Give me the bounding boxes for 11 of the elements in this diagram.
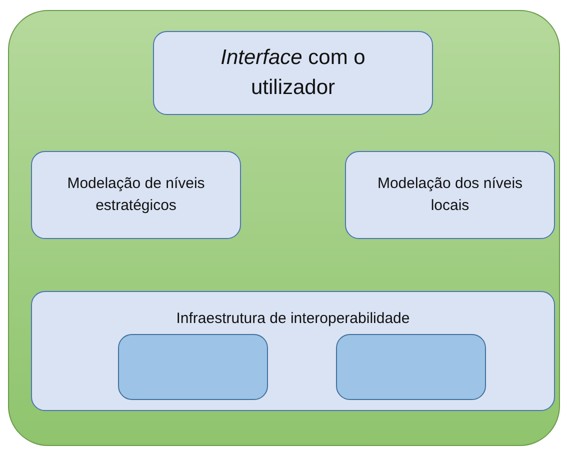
box-label: Modelação de níveis estratégicos (66, 174, 206, 216)
box-label: Infraestrutura de interoperabilidade (176, 309, 410, 329)
process-box (153, 31, 433, 115)
group-box (31, 291, 555, 411)
container-box (8, 10, 560, 446)
empty-box (336, 334, 486, 400)
box-label: Modelação dos níveis locais (376, 174, 524, 216)
process-box (31, 151, 241, 239)
empty-box (118, 334, 268, 400)
process-box (345, 151, 555, 239)
box-label: Interface com o utilizador (220, 44, 366, 101)
